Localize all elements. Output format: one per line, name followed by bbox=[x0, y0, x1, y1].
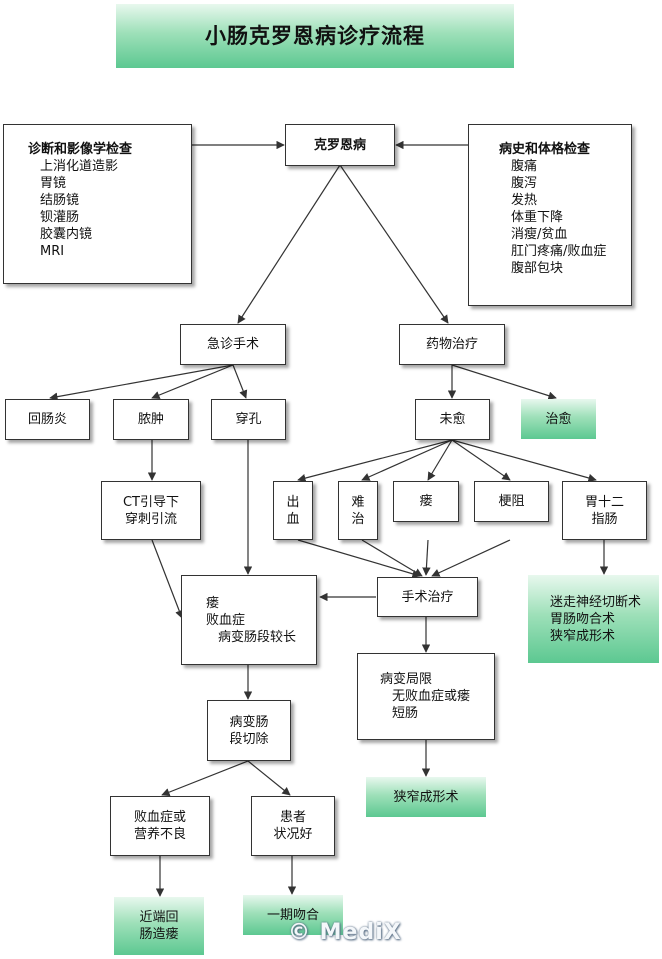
node-bleeding-line2: 血 bbox=[286, 511, 300, 527]
node-drug-therapy-label: 药物治疗 bbox=[425, 337, 478, 352]
node-stricturoplasty: 狭窄成形术 bbox=[366, 777, 486, 817]
node-emergency-surgery-label: 急诊手术 bbox=[206, 337, 259, 352]
node-stricturoplasty-label: 狭窄成形术 bbox=[393, 789, 459, 805]
node-surgery-label: 手术治疗 bbox=[401, 589, 454, 605]
watermark: © MediX bbox=[288, 920, 402, 945]
node-duodenum-line2: 指肠 bbox=[591, 511, 618, 527]
diagnosis-title: 诊断和影像学检查 bbox=[28, 142, 133, 157]
history-item: 腹痛 bbox=[511, 159, 538, 174]
node-abscess-label: 脓肿 bbox=[137, 412, 164, 427]
node-cured: 治愈 bbox=[521, 399, 596, 439]
history-item: 肛门疼痛/败血症 bbox=[511, 244, 607, 259]
node-patient-good: 患者 状况好 bbox=[251, 796, 335, 856]
node-refractory: 难 治 bbox=[338, 481, 378, 540]
node-perforation: 穿孔 bbox=[211, 399, 286, 440]
node-patient-good-line1: 患者 bbox=[279, 810, 306, 825]
node-history: 病史和体格检查 腹痛 腹泻 发热 体重下降 消瘦/贫血 肛门疼痛/败血症 腹部包… bbox=[468, 124, 632, 306]
history-title: 病史和体格检查 bbox=[499, 142, 591, 157]
title-text: 小肠克罗恩病诊疗流程 bbox=[205, 23, 425, 48]
history-item: 腹泻 bbox=[511, 176, 538, 191]
diagnosis-item: 胶囊内镜 bbox=[40, 227, 93, 242]
node-resection-line1: 病变肠 bbox=[229, 714, 269, 730]
node-bleeding-line1: 出 bbox=[286, 494, 300, 510]
diagnosis-item: 胃镜 bbox=[40, 176, 67, 191]
node-obstruction: 梗阻 bbox=[474, 481, 549, 522]
node-localized-line3: 短肠 bbox=[392, 706, 419, 721]
history-item: 发热 bbox=[511, 193, 538, 208]
diagnosis-item: 上消化道造影 bbox=[40, 159, 119, 174]
history-item: 腹部包块 bbox=[511, 261, 564, 276]
node-conditions-line2: 败血症 bbox=[206, 612, 246, 628]
diagnosis-item: MRI bbox=[40, 244, 65, 259]
node-vagotomy-line1: 迷走神经切断术 bbox=[550, 594, 642, 610]
node-ileostomy: 近端回 肠造瘘 bbox=[114, 897, 204, 955]
node-ct-drainage-line1: CT引导下 bbox=[122, 494, 180, 510]
node-refractory-line1: 难 bbox=[351, 494, 365, 510]
node-ileitis-label: 回肠炎 bbox=[27, 412, 67, 427]
node-vagotomy-line3: 狭窄成形术 bbox=[550, 628, 616, 644]
node-anastomosis: 一期吻合 bbox=[243, 895, 343, 935]
node-resection-line2: 段切除 bbox=[229, 731, 269, 747]
node-not-cured-label: 未愈 bbox=[439, 412, 466, 427]
node-diagnosis: 诊断和影像学检查 上消化道造影 胃镜 结肠镜 钡灌肠 胶囊内镜 MRI bbox=[3, 124, 192, 284]
history-item: 体重下降 bbox=[511, 210, 564, 225]
node-ileostomy-line2: 肠造瘘 bbox=[139, 927, 179, 942]
node-localized-line2: 无败血症或瘘 bbox=[392, 689, 471, 704]
node-abscess: 脓肿 bbox=[113, 399, 189, 440]
history-item: 消瘦/贫血 bbox=[511, 227, 568, 242]
node-emergency-surgery: 急诊手术 bbox=[180, 324, 286, 365]
node-ileostomy-line1: 近端回 bbox=[139, 910, 179, 925]
node-crohn: 克罗恩病 bbox=[285, 124, 395, 166]
node-drug-therapy: 药物治疗 bbox=[399, 324, 505, 365]
node-perforation-label: 穿孔 bbox=[235, 412, 262, 427]
node-duodenum-line1: 胃十二 bbox=[584, 494, 624, 510]
node-conditions-line3: 病变肠段较长 bbox=[218, 629, 297, 645]
node-fistula-label: 瘘 bbox=[419, 494, 433, 509]
node-resection: 病变肠 段切除 bbox=[207, 700, 291, 761]
node-not-cured: 未愈 bbox=[415, 399, 490, 440]
node-sepsis-line1: 败血症或 bbox=[133, 810, 186, 825]
node-duodenum: 胃十二 指肠 bbox=[562, 481, 647, 540]
node-obstruction-label: 梗阻 bbox=[498, 494, 525, 509]
node-sepsis-malnutrition: 败血症或 营养不良 bbox=[110, 796, 210, 856]
node-conditions-line1: 瘘 bbox=[206, 595, 220, 611]
node-sepsis-line2: 营养不良 bbox=[133, 827, 186, 842]
node-cured-label: 治愈 bbox=[545, 411, 572, 427]
node-ct-drainage: CT引导下 穿刺引流 bbox=[101, 481, 201, 540]
node-fistula: 瘘 bbox=[393, 481, 459, 522]
node-surgery: 手术治疗 bbox=[377, 577, 478, 617]
node-vagotomy: 迷走神经切断术 胃肠吻合术 狭窄成形术 bbox=[528, 575, 659, 663]
page-title: 小肠克罗恩病诊疗流程 bbox=[116, 4, 514, 68]
node-localized: 病变局限 无败血症或瘘 短肠 bbox=[357, 653, 495, 740]
node-localized-line1: 病变局限 bbox=[380, 672, 433, 687]
node-conditions: 瘘 败血症 病变肠段较长 bbox=[181, 575, 317, 665]
node-crohn-label: 克罗恩病 bbox=[313, 137, 366, 153]
node-anastomosis-label: 一期吻合 bbox=[266, 907, 319, 923]
node-vagotomy-line2: 胃肠吻合术 bbox=[550, 611, 616, 627]
node-ct-drainage-line2: 穿刺引流 bbox=[124, 511, 177, 527]
node-ileitis: 回肠炎 bbox=[5, 399, 90, 440]
node-bleeding: 出 血 bbox=[273, 481, 313, 540]
diagnosis-item: 钡灌肠 bbox=[40, 210, 80, 225]
node-refractory-line2: 治 bbox=[351, 511, 365, 527]
node-patient-good-line2: 状况好 bbox=[273, 827, 313, 842]
diagnosis-item: 结肠镜 bbox=[40, 193, 80, 208]
